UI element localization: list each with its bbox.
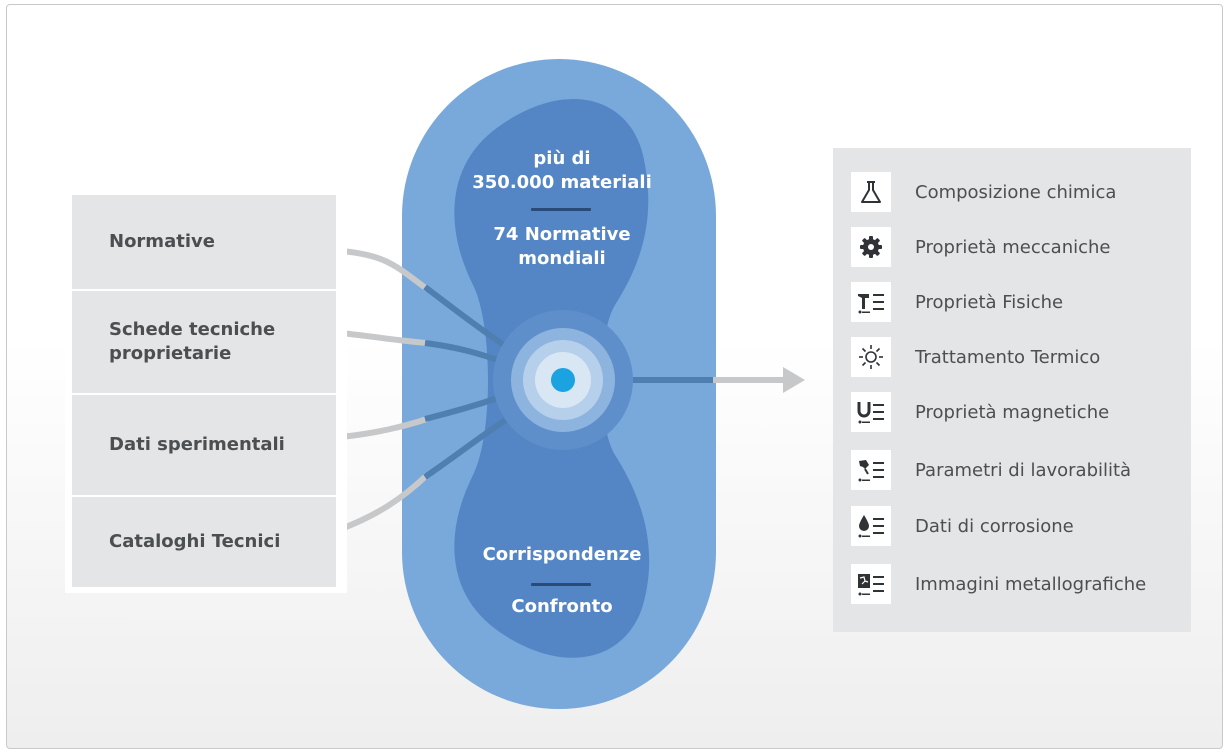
result-trattamento: Trattamento Termico bbox=[851, 337, 1100, 377]
drill-list-icon bbox=[851, 450, 891, 490]
diagram-graphics bbox=[339, 59, 805, 709]
source-normative: Normative bbox=[72, 195, 336, 289]
center-top-text: più di 350.000 materiali bbox=[451, 147, 673, 195]
source-label: Cataloghi Tecnici bbox=[109, 531, 281, 552]
connector-normative bbox=[340, 248, 429, 292]
result-label: Dati di corrosione bbox=[915, 515, 1074, 537]
result-label: Trattamento Termico bbox=[915, 346, 1101, 368]
materials-prefix: più di bbox=[533, 148, 591, 169]
standards-count: 74 Normative bbox=[493, 224, 631, 245]
connector-cataloghi bbox=[339, 472, 430, 532]
center-standards-text: 74 Normative mondiali bbox=[451, 223, 673, 271]
sources-panel: Normative Schede tecniche proprietarie D… bbox=[65, 195, 347, 593]
result-corrosione: Dati di corrosione bbox=[851, 506, 1074, 546]
result-magnetiche: Proprietà magnetiche bbox=[851, 392, 1109, 432]
materials-count: 350.000 materiali bbox=[472, 172, 652, 193]
result-label: Immagini metallografiche bbox=[915, 573, 1147, 595]
center-compare-text: Confronto bbox=[451, 595, 673, 619]
diagram-frame: Normative Schede tecniche proprietarie D… bbox=[6, 4, 1223, 749]
comparison-label: Confronto bbox=[511, 596, 613, 617]
source-cataloghi-tecnici: Cataloghi Tecnici bbox=[72, 497, 336, 587]
connector-dati bbox=[340, 416, 428, 440]
result-label: Composizione chimica bbox=[915, 181, 1117, 203]
correspondences-label: Corrispondenze bbox=[482, 544, 642, 565]
result-fisiche: Proprietà Fisiche bbox=[851, 282, 1063, 322]
results-panel: Composizione chimica Proprietà meccanich… bbox=[833, 148, 1191, 632]
center-top-divider bbox=[531, 208, 591, 211]
gear-icon bbox=[851, 227, 891, 267]
result-meccaniche: Proprietà meccaniche bbox=[851, 227, 1111, 267]
connector-dati-inner bbox=[424, 394, 502, 422]
source-label: Schede tecniche proprietarie bbox=[109, 319, 276, 364]
drop-list-icon bbox=[851, 506, 891, 546]
result-composizione: Composizione chimica bbox=[851, 172, 1116, 212]
connector-cataloghi-inner bbox=[423, 416, 509, 480]
result-metallografiche: Immagini metallografiche bbox=[851, 564, 1146, 604]
flask-icon bbox=[851, 172, 891, 212]
sun-icon bbox=[851, 337, 891, 377]
result-label: Proprietà Fisiche bbox=[915, 291, 1064, 313]
standards-suffix: mondiali bbox=[518, 248, 606, 269]
micrograph-list-icon bbox=[851, 564, 891, 604]
magnet-list-icon bbox=[851, 392, 891, 432]
connector-schede bbox=[340, 330, 428, 346]
source-label: Normative bbox=[109, 231, 215, 252]
result-label: Proprietà meccaniche bbox=[915, 236, 1111, 258]
connector-schede-inner bbox=[424, 340, 502, 364]
connector-normative-inner bbox=[423, 284, 509, 350]
center-bottom-divider bbox=[531, 583, 591, 586]
result-lavorabilita: Parametri di lavorabilità bbox=[851, 450, 1131, 490]
source-schede-tecniche: Schede tecniche proprietarie bbox=[72, 291, 336, 393]
hammer-list-icon bbox=[851, 282, 891, 322]
output-arrowhead bbox=[783, 367, 805, 393]
core-dot bbox=[551, 368, 575, 392]
source-dati-sperimentali: Dati sperimentali bbox=[72, 395, 336, 495]
result-label: Proprietà magnetiche bbox=[915, 401, 1110, 423]
result-label: Parametri di lavorabilità bbox=[915, 459, 1132, 481]
center-bottom-text: Corrispondenze bbox=[451, 543, 673, 567]
source-label: Dati sperimentali bbox=[109, 434, 285, 455]
